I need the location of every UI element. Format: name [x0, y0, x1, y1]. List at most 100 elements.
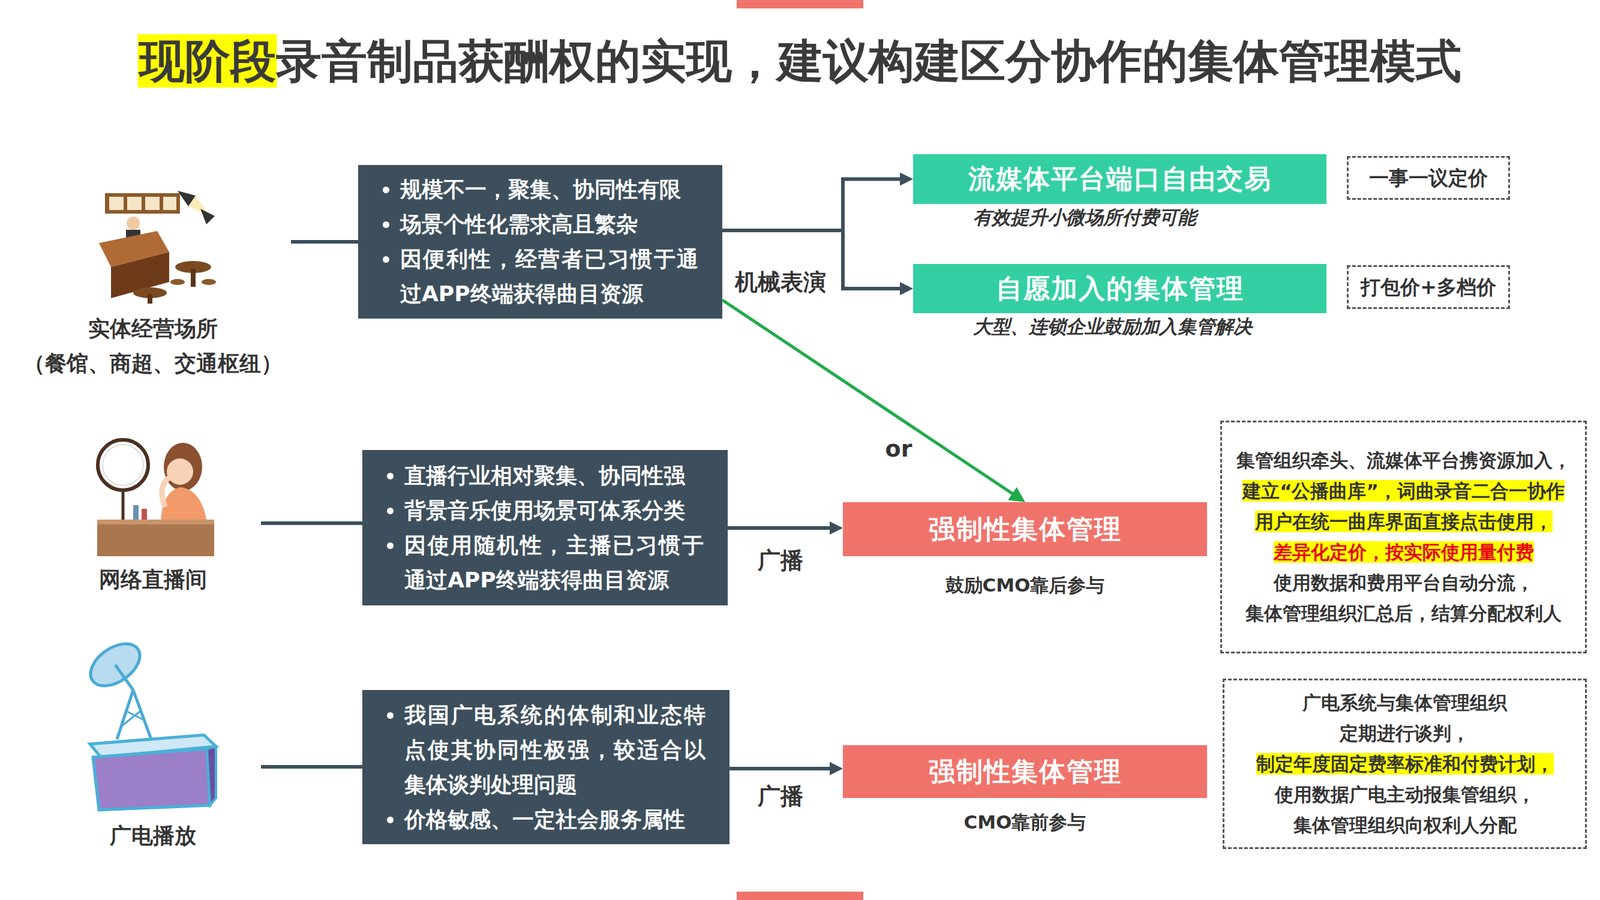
broadcast-illustration	[82, 635, 216, 810]
text-line: 使用数据和费用平台自动分流，	[1273, 567, 1535, 599]
table-leg	[190, 268, 196, 287]
ring-stand	[121, 490, 125, 521]
text-line: 一事一议定价	[1369, 164, 1488, 192]
window	[145, 196, 160, 210]
box-subtitle: CMO靠前参与	[842, 809, 1208, 836]
edge-label: 广播	[757, 781, 804, 812]
option-box: 自愿加入的集体管理大型、连锁企业鼓励加入集管解决	[913, 263, 1327, 314]
bottom-bar	[736, 891, 864, 900]
text-line: 集管组织牵头、流媒体平台携资源加入，	[1236, 445, 1572, 476]
hair	[163, 442, 203, 491]
stool	[170, 278, 185, 285]
note-text: 广电系统与集体管理组织	[1302, 691, 1508, 714]
satellite-dish	[82, 635, 147, 695]
lamp	[200, 208, 215, 225]
bullet-item: 价格敏感、一定社会服务属性	[404, 802, 706, 837]
note-text: 集体管理组织向权利人分配	[1293, 814, 1517, 836]
bullet-list: 规模不一，聚集、协同性有限场景个性化需求高且繁杂因便利性，经营者已习惯于通过AP…	[358, 172, 723, 312]
connector	[260, 521, 363, 525]
table-leg	[147, 293, 153, 304]
pricing-note: 打包价+多档价	[1346, 265, 1511, 309]
feature-box: 我国广电系统的体制和业态特点使其协同性极强，较适合以集体谈判处理问题价格敏感、一…	[362, 689, 730, 845]
note-text: 建立“公播曲库”，词曲录音二合一协作	[1242, 479, 1565, 502]
box-side	[206, 746, 216, 806]
arm	[161, 477, 170, 507]
connector	[290, 239, 359, 244]
tower-brace	[121, 710, 141, 726]
option-box: 流媒体平台端口自由交易有效提升小微场所付费可能	[913, 154, 1327, 204]
note-text: 制定年度固定费率标准和付费计划，	[1256, 752, 1554, 775]
wall-shelf	[104, 193, 180, 214]
bullet-item: 因使用随机性，主播已习惯于通过APP终端获得曲目资源	[404, 527, 704, 598]
body	[160, 487, 207, 522]
connector	[722, 230, 906, 289]
note-text: 使用数据和费用平台自动分流，	[1273, 571, 1535, 594]
connector	[722, 179, 906, 231]
text-line: 集体管理组织汇总后，结算分配权利人	[1245, 598, 1562, 629]
venue-node: 实体经营场所（餐馆、商超、交通枢纽）	[14, 179, 291, 381]
edge-label: 机械表演	[734, 266, 827, 298]
connector	[729, 766, 836, 771]
box-heading: 强制性集体管理	[928, 754, 1122, 790]
face	[166, 458, 194, 485]
bottle	[141, 508, 147, 521]
bullet-item: 直播行业相对聚集、协同性强	[404, 458, 704, 494]
feature-box: 直播行业相对聚集、协同性强背景音乐使用场景可体系分类因使用随机性，主播已习惯于通…	[362, 449, 728, 606]
mechanism-note: 集管组织牵头、流媒体平台携资源加入， 建立“公播曲库”，词曲录音二合一协作用户在统…	[1220, 420, 1587, 654]
window	[109, 196, 124, 210]
venue-node: 网络直播间	[44, 431, 261, 597]
box-subtitle: 有效提升小微场所付费可能	[973, 205, 1197, 231]
top-bar	[736, 0, 864, 9]
note-text: 使用数据广电主动报集管组织，	[1274, 783, 1536, 806]
text-line: 广电系统与集体管理组织	[1302, 687, 1508, 719]
ring-light-inner	[102, 444, 144, 486]
window	[163, 196, 177, 210]
text-line: 集体管理组织向权利人分配	[1293, 809, 1517, 841]
venue-node: 广电播放	[44, 629, 261, 854]
page-title: 现阶段录音制品获酬权的实现，建议构建区分协作的集体管理模式	[0, 37, 1600, 86]
edge-label: 广播	[757, 545, 804, 576]
note-text: 用户在统一曲库界面直接点击使用，	[1255, 510, 1553, 533]
desk	[97, 524, 215, 557]
person-head	[126, 216, 140, 230]
bullet-item: 我国广电系统的体制和业态特点使其协同性极强，较适合以集体谈判处理问题	[404, 697, 706, 803]
connector	[727, 526, 836, 530]
text-line: 制定年度固定费率标准和付费计划，	[1256, 748, 1554, 780]
text-line: 打包价+多档价	[1360, 274, 1497, 301]
connector	[260, 764, 363, 769]
text-line: 建立“公播曲库”，词曲录音二合一协作	[1242, 475, 1565, 507]
box-subtitle: 大型、连锁企业鼓励加入集管解决	[973, 314, 1253, 340]
box-subtitle: 鼓励CMO靠后参与	[842, 572, 1208, 599]
box-front	[92, 748, 210, 810]
note-text: 打包价+多档价	[1360, 275, 1497, 299]
text-line: 定期进行谈判，	[1339, 718, 1470, 749]
window	[127, 196, 142, 210]
management-box: 强制性集体管理鼓励CMO靠后参与	[842, 502, 1208, 557]
venue-label: 实体经营场所	[88, 311, 218, 347]
bullet-list: 我国广电系统的体制和业态特点使其协同性极强，较适合以集体谈判处理问题价格敏感、一…	[362, 697, 730, 837]
box-heading: 强制性集体管理	[928, 511, 1122, 548]
desk-top	[97, 519, 215, 525]
pricing-note: 一事一议定价	[1346, 155, 1511, 200]
management-box: 强制性集体管理CMO靠前参与	[842, 745, 1208, 798]
restaurant-illustration	[98, 190, 216, 304]
mechanism-note: 广电系统与集体管理组织定期进行谈判， 制定年度固定费率标准和付费计划， 使用数据广电…	[1222, 678, 1587, 849]
note-text: 集管组织牵头、流媒体平台携资源加入，	[1236, 449, 1572, 471]
note-text: 一事一议定价	[1369, 166, 1488, 190]
bullet-item: 因便利性，经营者已习惯于通过APP终端获得曲目资源	[400, 241, 699, 312]
bullet-item: 背景音乐使用场景可体系分类	[404, 493, 704, 528]
bullet-item: 规模不一，聚集、协同性有限	[400, 172, 699, 207]
bullet-item: 场景个性化需求高且繁杂	[400, 206, 699, 242]
tower-leg	[116, 689, 134, 740]
bullet-list: 直播行业相对聚集、协同性强背景音乐使用场景可体系分类因使用随机性，主播已习惯于通…	[362, 458, 728, 598]
text-line: 用户在统一曲库界面直接点击使用，	[1255, 506, 1553, 537]
livestream-illustration	[97, 439, 215, 557]
edge-label: or	[885, 435, 913, 462]
note-text: 差异化定价，按实际使用量付费	[1273, 541, 1535, 563]
venue-label: 网络直播间	[98, 562, 207, 597]
bottle	[133, 505, 139, 521]
stool	[201, 278, 216, 285]
ring-light	[97, 439, 149, 491]
